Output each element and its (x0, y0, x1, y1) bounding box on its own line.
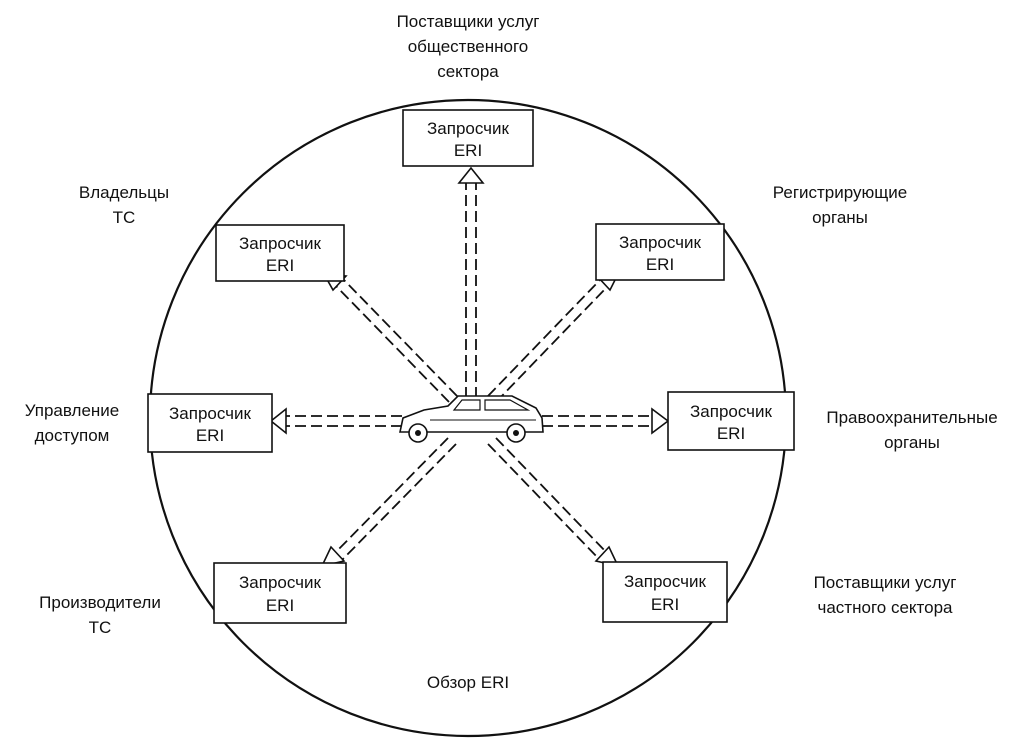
interrogator-box-law: Запросчик ERI (667, 391, 795, 451)
box-label-line1: Запросчик (239, 573, 321, 592)
svg-text:Правоохранительные: Правоохранительные (826, 408, 997, 427)
arrow-to-owners (322, 273, 458, 403)
label-law-enforcement: Правоохранительные органы (826, 408, 997, 452)
diagram-title: Обзор ERI (427, 673, 509, 692)
svg-text:Поставщики услуг: Поставщики услуг (814, 573, 957, 592)
box-label-line2: ERI (266, 256, 294, 275)
interrogator-box-access: Запросчик ERI (147, 393, 273, 453)
arrow-to-law (542, 407, 670, 435)
svg-text:Производители: Производители (39, 593, 161, 612)
svg-text:органы: органы (812, 208, 868, 227)
box-label-line1: Запросчик (624, 572, 706, 591)
interrogator-box-manufacturers: Запросчик ERI (213, 562, 347, 624)
box-label-line2: ERI (646, 255, 674, 274)
box-label-line1: Запросчик (239, 234, 321, 253)
box-label-line1: Запросчик (690, 402, 772, 421)
arrow-to-private (487, 437, 620, 568)
svg-text:общественного: общественного (408, 37, 529, 56)
box-label-line1: Запросчик (427, 119, 509, 138)
svg-text:органы: органы (884, 433, 940, 452)
interrogator-box-owners: Запросчик ERI (215, 224, 345, 282)
box-label-line2: ERI (717, 424, 745, 443)
interrogator-box-registration: Запросчик ERI (595, 223, 725, 281)
box-label-line2: ERI (454, 141, 482, 160)
label-access-control: Управление доступом (25, 401, 120, 445)
svg-text:частного сектора: частного сектора (818, 598, 954, 617)
svg-text:ТС: ТС (89, 618, 112, 637)
svg-text:Владельцы: Владельцы (79, 183, 169, 202)
label-registration-authorities: Регистрирующие органы (773, 183, 907, 227)
interrogator-box-public: Запросчик ERI (402, 109, 534, 167)
svg-text:доступом: доступом (35, 426, 110, 445)
label-public-service-providers: Поставщики услуг общественного сектора (397, 12, 540, 81)
svg-text:Регистрирующие: Регистрирующие (773, 183, 907, 202)
svg-text:Поставщики услуг: Поставщики услуг (397, 12, 540, 31)
label-private-service-providers: Поставщики услуг частного сектора (814, 573, 957, 617)
arrow-to-public (457, 166, 485, 398)
box-label-line2: ERI (266, 596, 294, 615)
box-label-line1: Запросчик (169, 404, 251, 423)
label-vehicle-manufacturers: Производители ТС (39, 593, 161, 637)
interrogator-box-private: Запросчик ERI (602, 561, 728, 623)
arrow-to-registration (487, 273, 620, 403)
box-label-line2: ERI (196, 426, 224, 445)
arrow-to-access (269, 407, 402, 435)
car-icon (399, 395, 544, 443)
arrow-to-manufacturers (320, 437, 457, 568)
box-label-line1: Запросчик (619, 233, 701, 252)
box-label-line2: ERI (651, 595, 679, 614)
svg-text:сектора: сектора (437, 62, 499, 81)
svg-text:ТС: ТС (113, 208, 136, 227)
svg-text:Управление: Управление (25, 401, 120, 420)
label-vehicle-owners: Владельцы ТС (79, 183, 169, 227)
